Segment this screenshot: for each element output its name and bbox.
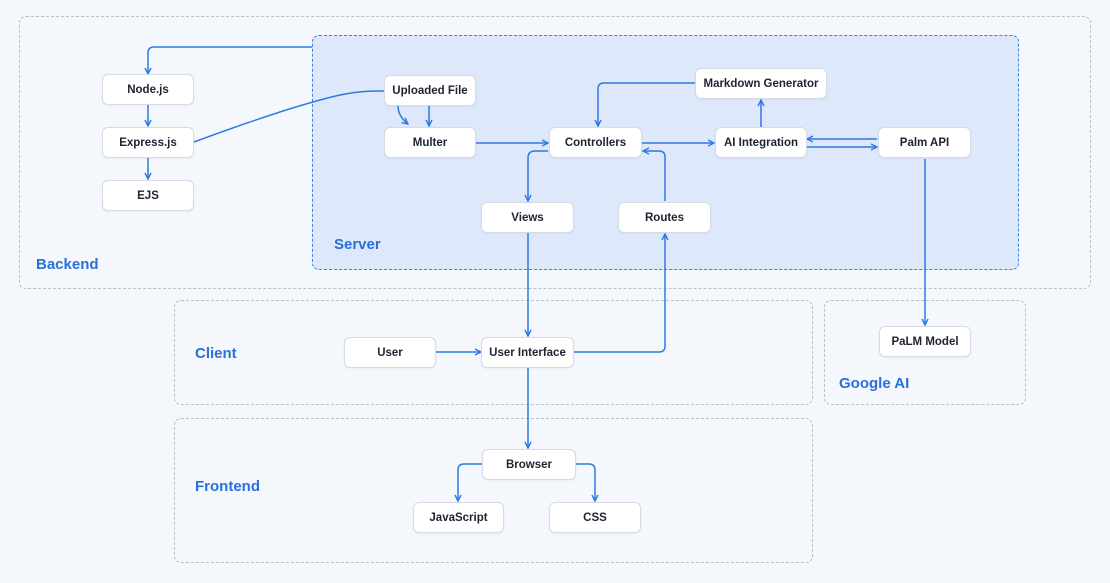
node-palm-model: PaLM Model [879,326,971,357]
edge-routes-to-controllers [643,151,666,201]
edge-server-to-nodejs [148,46,312,74]
node-javascript: JavaScript [413,502,504,533]
edge-browser-to-javascript [458,463,482,501]
edge-markdown-to-controllers [598,82,695,126]
node-views: Views [481,202,574,233]
node-multer: Multer [384,127,476,158]
node-markdown-generator: Markdown Generator [695,68,827,99]
edge-uploaded-file-to-multer-left [397,105,408,124]
node-routes: Routes [618,202,711,233]
frontend-label: Frontend [195,478,260,495]
node-palm-api: Palm API [878,127,971,158]
node-user-interface: User Interface [481,337,574,368]
node-ejs: EJS [102,180,194,211]
node-css: CSS [549,502,641,533]
client-label: Client [195,345,237,362]
edge-expressjs-to-uploaded-file [193,90,385,143]
edge-browser-to-css [576,463,595,501]
node-browser: Browser [482,449,576,480]
node-uploaded-file: Uploaded File [384,75,476,106]
edge-user-interface-to-routes [574,234,665,353]
node-ai-integration: AI Integration [715,127,807,158]
node-nodejs: Node.js [102,74,194,105]
frontend-region [174,418,813,563]
google-ai-label: Google AI [839,375,910,392]
edge-controllers-to-views [528,150,548,201]
client-region [174,300,813,405]
node-controllers: Controllers [549,127,642,158]
server-label: Server [334,236,381,253]
backend-region [19,16,1091,289]
node-expressjs: Express.js [102,127,194,158]
node-user: User [344,337,436,368]
backend-label: Backend [36,256,99,273]
